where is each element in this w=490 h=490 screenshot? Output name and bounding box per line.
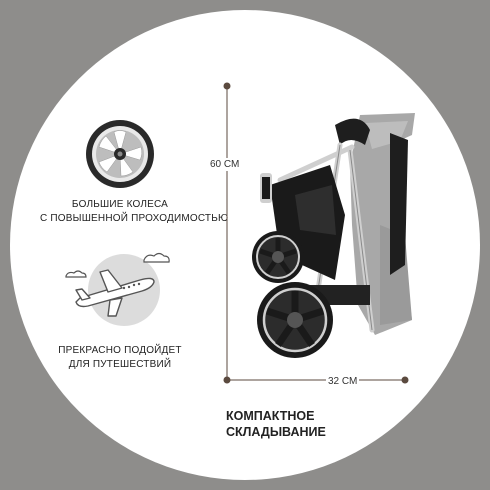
headline-line: СКЛАДЫВАНИЕ — [226, 425, 326, 439]
caption-line: ПРЕКРАСНО ПОДОЙДЕТ — [58, 345, 182, 356]
airplane-icon — [65, 252, 170, 326]
rear-wheel — [257, 282, 333, 358]
height-dimension-label: 60 СМ — [210, 158, 240, 171]
caption-line: С ПОВЫШЕННОЙ ПРОХОДИМОСТЬЮ — [40, 213, 229, 224]
folded-stroller-image — [252, 113, 415, 358]
caption-line: БОЛЬШИЕ КОЛЕСА — [71, 199, 169, 210]
caption-line: ДЛЯ ПУТЕШЕСТВИЙ — [68, 359, 172, 370]
feature-caption-travel: ПРЕКРАСНО ПОДОЙДЕТ ДЛЯ ПУТЕШЕСТВИЙ — [40, 344, 200, 372]
wheel-icon — [86, 120, 154, 188]
headline-line: КОМПАКТНОЕ — [226, 409, 315, 423]
front-wheel — [252, 231, 304, 283]
feature-caption-wheels: БОЛЬШИЕ КОЛЕСА С ПОВЫШЕННОЙ ПРОХОДИМОСТЬ… — [40, 198, 229, 226]
headline-compact-folding: КОМПАКТНОЕ СКЛАДЫВАНИЕ — [226, 408, 326, 440]
width-dimension-label: 32 СМ — [326, 376, 360, 387]
